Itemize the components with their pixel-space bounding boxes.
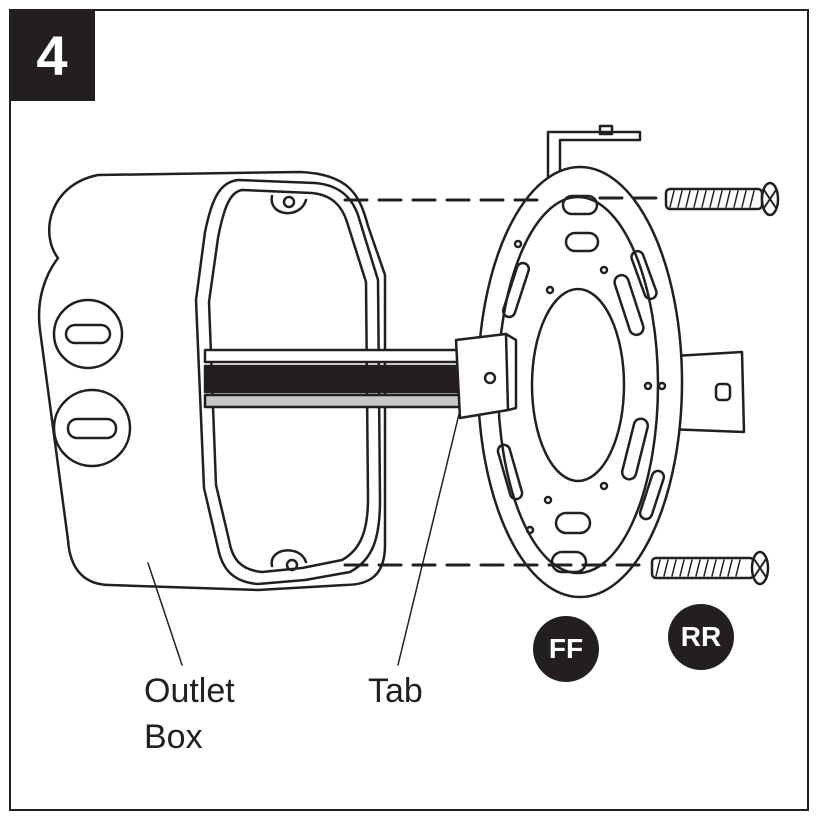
outlet-box-label-line2: Box <box>144 718 203 756</box>
part-ff-badge: FF <box>533 616 599 682</box>
step-number-badge: 4 <box>9 9 95 101</box>
mounting-plate <box>476 124 746 599</box>
diagram-frame <box>9 9 809 811</box>
mounting-screw-bottom <box>650 550 770 586</box>
outlet-box-label: Outlet Box <box>144 668 235 760</box>
tab-bracket <box>454 332 518 420</box>
box-screw-hole-bottom <box>285 558 299 572</box>
alignment-lines <box>343 196 667 567</box>
part-rr-badge: RR <box>668 604 734 670</box>
wires <box>203 348 462 409</box>
tab-leader <box>397 409 461 666</box>
knockout-upper <box>52 298 124 370</box>
tab-label: Tab <box>368 672 423 710</box>
mounting-screw-top <box>664 181 780 217</box>
box-screw-hole-top <box>282 195 296 209</box>
outlet-box-label-line1: Outlet <box>144 672 235 710</box>
knockout-lower <box>52 388 132 468</box>
outlet-box-leader <box>147 562 183 666</box>
